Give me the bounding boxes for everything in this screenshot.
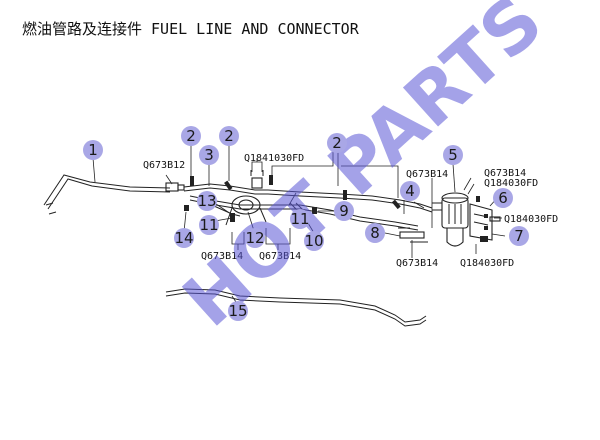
callout: 9 <box>334 201 354 221</box>
fuel-line-lower <box>165 288 427 327</box>
callout-number: 9 <box>339 202 349 220</box>
part-code: Q673B14 <box>259 251 301 262</box>
callout-number: 15 <box>228 302 247 320</box>
callout-number: 14 <box>174 229 193 247</box>
callout: 3 <box>199 145 219 165</box>
callout: 6 <box>493 188 513 208</box>
callout: 1 <box>83 140 103 160</box>
callout: 2 <box>327 133 347 153</box>
part-code: Q184030FD <box>484 178 538 189</box>
callout-number: 3 <box>204 146 214 164</box>
callout-number: 7 <box>514 227 524 245</box>
callout-number: 13 <box>197 192 216 210</box>
callout: 2 <box>181 126 201 146</box>
part-code: Q673B14 <box>406 169 448 180</box>
callout: 12 <box>245 228 265 248</box>
callout: 8 <box>365 223 385 243</box>
callout-number: 2 <box>332 134 342 152</box>
callout-number: 6 <box>498 189 508 207</box>
callout: 11 <box>199 215 219 235</box>
part-code: Q184030FD <box>460 258 514 269</box>
callout: 2 <box>219 126 239 146</box>
part-code: Q1841030FD <box>244 153 304 164</box>
callout: 5 <box>443 145 463 165</box>
callout: 11 <box>290 209 310 229</box>
callout: 15 <box>228 301 248 321</box>
callout-number: 4 <box>405 182 415 200</box>
part-code: Q673B14 <box>484 168 526 179</box>
part-code: Q184030FD <box>504 214 558 225</box>
callout-number: 12 <box>245 229 264 247</box>
filter-bracket <box>469 196 501 242</box>
callout-number: 8 <box>370 224 380 242</box>
callout: 13 <box>197 191 217 211</box>
callout-number: 2 <box>224 127 234 145</box>
callout: 10 <box>304 231 324 251</box>
callout: 4 <box>400 181 420 201</box>
part-code: Q673B14 <box>396 258 438 269</box>
callout-number: 11 <box>199 216 218 234</box>
callout-number: 10 <box>304 232 323 250</box>
callouts: 1 2 2 2 3 4 5 6 7 8 9 10 11 11 12 13 14 … <box>83 126 529 321</box>
part-code: Q673B14 <box>201 251 243 262</box>
callout: 7 <box>509 226 529 246</box>
leader-lines <box>92 145 506 306</box>
part-code: Q673B12 <box>143 160 185 171</box>
callout-number: 1 <box>88 141 98 159</box>
callout: 14 <box>174 228 194 248</box>
part-codes: Q673B12 Q1841030FD Q673B14 Q673B14 Q1840… <box>143 153 558 269</box>
fuel-filter <box>432 192 469 247</box>
diagram-title: 燃油管路及连接件 FUEL LINE AND CONNECTOR <box>22 20 360 38</box>
callout-number: 5 <box>448 146 458 164</box>
callout-number: 11 <box>290 210 309 228</box>
callout-number: 2 <box>186 127 196 145</box>
